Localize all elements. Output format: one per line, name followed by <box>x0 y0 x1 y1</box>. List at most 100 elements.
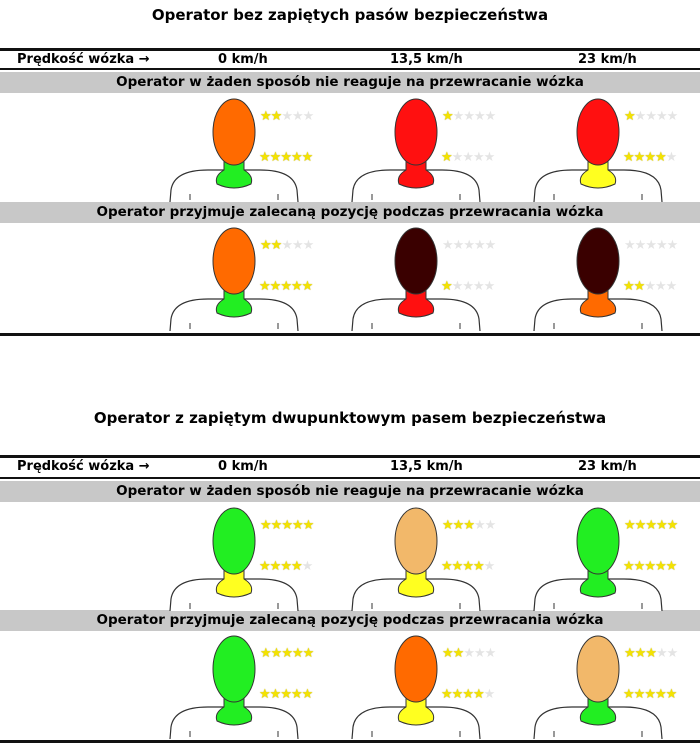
speed-header: Prędkość wózka → 0 km/h 13,5 km/h 23 km/… <box>0 458 700 476</box>
divider <box>0 455 700 458</box>
star-icon: ★ <box>654 559 667 574</box>
star-icon: ★ <box>280 687 292 702</box>
speed-label: Prędkość wózka → <box>17 459 150 474</box>
star-icon: ★ <box>270 646 283 661</box>
star-icon: ★ <box>259 279 271 294</box>
star-icon: ★ <box>666 646 679 661</box>
operator-figure-icon <box>533 227 663 331</box>
neck-rating: ★★★★★ <box>259 559 313 574</box>
head-rating: ★★★★★ <box>442 109 497 124</box>
section-title: Operator bez zapiętych pasów bezpieczeńs… <box>151 6 549 24</box>
head <box>576 635 620 703</box>
head <box>576 227 620 295</box>
star-icon: ★ <box>451 279 464 294</box>
speed-0: 0 km/h <box>218 459 268 474</box>
star-icon: ★ <box>301 687 314 702</box>
star-icon: ★ <box>666 109 679 124</box>
star-icon: ★ <box>655 109 668 124</box>
injury-figure: ★★★★★★★★★★ <box>528 631 700 741</box>
head <box>394 635 438 703</box>
star-icon: ★ <box>634 238 647 253</box>
operator-figure-icon <box>169 507 299 611</box>
head-rating: ★★★★★ <box>624 646 679 661</box>
star-icon: ★ <box>665 687 678 702</box>
operator-figure-icon <box>169 635 299 739</box>
star-icon: ★ <box>302 109 315 124</box>
speed-0: 0 km/h <box>218 52 268 67</box>
star-icon: ★ <box>484 518 497 533</box>
neck-rating: ★★★★★ <box>259 687 314 702</box>
row-label: Operator w żaden sposób nie reaguje na p… <box>0 481 700 502</box>
head-rating: ★★★★★ <box>260 238 314 253</box>
star-icon: ★ <box>259 559 271 574</box>
star-icon: ★ <box>281 238 293 253</box>
star-icon: ★ <box>473 238 486 253</box>
star-icon: ★ <box>301 150 314 165</box>
star-icon: ★ <box>463 238 475 253</box>
star-icon: ★ <box>451 559 464 574</box>
star-icon: ★ <box>269 279 282 294</box>
row-label: Operator przyjmuje zalecaną pozycję podc… <box>0 202 700 223</box>
star-icon: ★ <box>655 238 668 253</box>
star-icon: ★ <box>463 646 475 661</box>
star-icon: ★ <box>463 518 475 533</box>
star-icon: ★ <box>472 279 485 294</box>
star-icon: ★ <box>442 518 454 533</box>
star-icon: ★ <box>441 279 453 294</box>
star-icon: ★ <box>473 109 486 124</box>
neck-rating: ★★★★★ <box>441 559 495 574</box>
star-icon: ★ <box>452 238 465 253</box>
operator-figure-icon <box>533 635 663 739</box>
head-rating: ★★★★★ <box>260 519 314 533</box>
star-icon: ★ <box>452 646 465 661</box>
speed-2: 23 km/h <box>578 52 637 67</box>
star-icon: ★ <box>473 646 486 661</box>
star-icon: ★ <box>665 559 678 574</box>
star-icon: ★ <box>623 279 635 294</box>
operator-figure-icon <box>533 98 663 202</box>
star-icon: ★ <box>483 150 496 165</box>
neck-rating: ★★★★★ <box>623 279 677 294</box>
star-icon: ★ <box>442 646 454 661</box>
star-icon: ★ <box>633 279 646 294</box>
neck-rating: ★★★★★ <box>441 150 496 165</box>
star-icon: ★ <box>441 150 453 165</box>
star-icon: ★ <box>452 518 465 533</box>
head <box>394 98 438 166</box>
star-icon: ★ <box>473 518 486 533</box>
divider <box>0 740 700 743</box>
star-icon: ★ <box>291 646 304 661</box>
injury-figure: ★★★★★★★★★★ <box>164 223 344 333</box>
star-icon: ★ <box>472 150 485 165</box>
star-icon: ★ <box>624 238 636 253</box>
neck-rating: ★★★★★ <box>441 279 496 294</box>
star-icon: ★ <box>666 518 679 533</box>
section-title: Operator z zapiętym dwupunktowym pasem b… <box>93 409 607 427</box>
neck-rating: ★★★★★ <box>259 150 314 165</box>
star-icon: ★ <box>462 559 474 574</box>
star-icon: ★ <box>290 559 303 574</box>
star-icon: ★ <box>655 518 668 533</box>
star-icon: ★ <box>633 559 646 574</box>
star-icon: ★ <box>442 238 454 253</box>
star-icon: ★ <box>644 687 656 702</box>
star-icon: ★ <box>624 109 636 124</box>
head-rating: ★★★★★ <box>260 109 315 124</box>
head-rating: ★★★★★ <box>442 238 496 253</box>
star-icon: ★ <box>462 279 474 294</box>
star-icon: ★ <box>259 687 271 702</box>
star-icon: ★ <box>281 646 293 661</box>
head-rating: ★★★★★ <box>260 646 314 661</box>
star-icon: ★ <box>483 279 496 294</box>
star-icon: ★ <box>484 109 497 124</box>
divider <box>0 477 700 479</box>
star-icon: ★ <box>484 646 497 661</box>
neck-rating: ★★★★★ <box>623 559 678 574</box>
neck-rating: ★★★★★ <box>623 687 678 702</box>
star-icon: ★ <box>260 238 272 253</box>
injury-figure: ★★★★★★★★★★ <box>528 503 700 613</box>
operator-figure-icon <box>169 227 299 331</box>
operator-figure-icon <box>533 507 663 611</box>
neck-rating: ★★★★★ <box>623 151 677 165</box>
